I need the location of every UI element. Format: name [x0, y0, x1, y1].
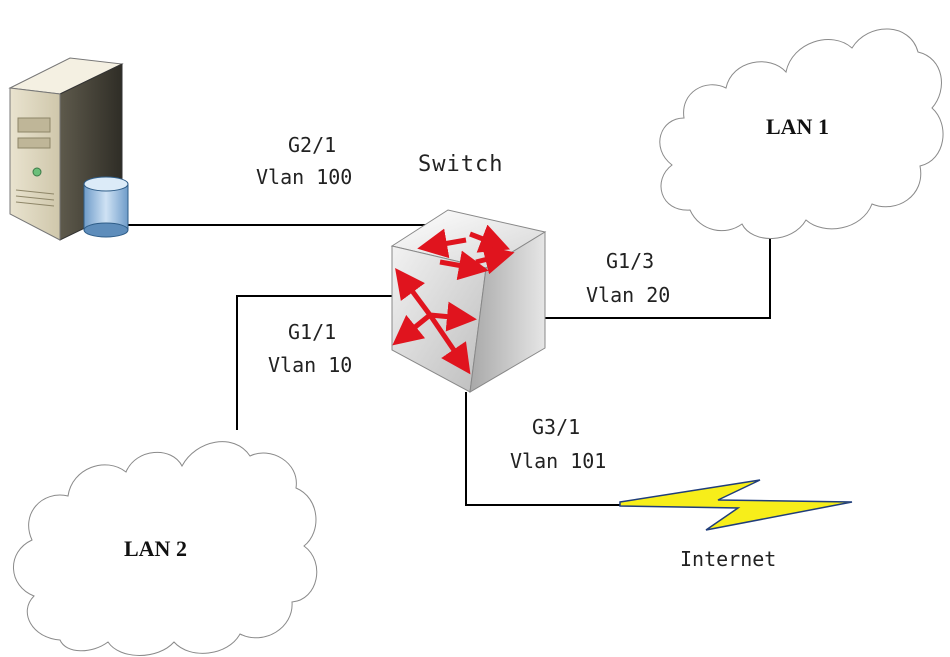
connection-lines — [120, 224, 771, 506]
lan1-link — [545, 238, 771, 319]
internet-port-label: G3/1 — [532, 415, 580, 439]
switch-top-arrows — [417, 224, 515, 281]
lan2-port-label: G1/1 — [288, 320, 336, 344]
lightning-bolt-icon — [619, 479, 853, 531]
switch-front-arrows — [392, 267, 477, 375]
server-port-label: G2/1 — [288, 133, 336, 157]
lan2-link — [236, 295, 392, 430]
switch-icon — [390, 209, 547, 393]
internet-vlan-label: Vlan 101 — [510, 449, 606, 473]
internet-label: Internet — [680, 547, 776, 571]
lan2-label: LAN 2 — [124, 536, 187, 561]
server-icon — [8, 57, 129, 241]
lan1-cloud-icon — [659, 28, 944, 239]
server-vlan-label: Vlan 100 — [256, 165, 352, 189]
lan1-label: LAN 1 — [766, 114, 829, 139]
lan1-port-label: G1/3 — [606, 249, 654, 273]
switch-label: Switch — [418, 152, 503, 177]
lan2-vlan-label: Vlan 10 — [268, 353, 352, 377]
lan2-cloud-icon — [13, 441, 318, 656]
database-icon — [83, 176, 129, 238]
lan1-vlan-label: Vlan 20 — [586, 283, 670, 307]
internet-link — [465, 392, 640, 506]
